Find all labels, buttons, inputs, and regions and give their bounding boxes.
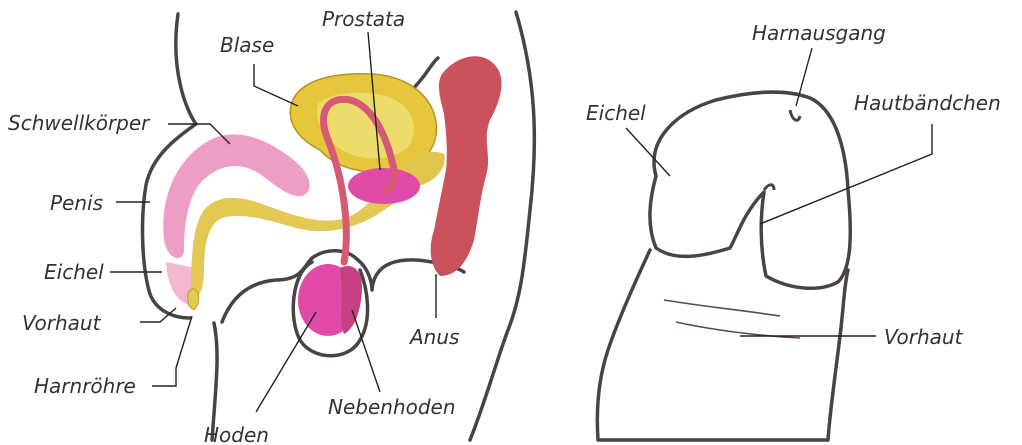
leader-blase (254, 64, 298, 106)
label-prostata: Prostata (322, 7, 405, 31)
leader-harnroehre (152, 316, 192, 386)
leader-hoden (256, 312, 316, 412)
label-hoden: Hoden (204, 423, 269, 445)
label-blase: Blase (220, 33, 274, 57)
label-vorhaut-right: Vorhaut (884, 325, 964, 349)
label-nebenhoden: Nebenhoden (328, 395, 456, 419)
sagittal-section-diagram: Prostata Blase Schwellkörper Penis Eiche… (8, 7, 534, 445)
label-vorhaut-left: Vorhaut (22, 311, 102, 335)
label-harnausgang: Harnausgang (752, 21, 886, 45)
label-anus: Anus (408, 325, 459, 349)
label-penis: Penis (50, 191, 103, 215)
foreskin-wrinkle-1 (664, 300, 780, 316)
penis-shaft (597, 250, 848, 440)
label-schwellkoerper: Schwellkörper (8, 111, 151, 135)
label-eichel-left: Eichel (44, 260, 104, 284)
urethral-meatus (790, 110, 800, 120)
glans (650, 92, 850, 288)
prostate (348, 168, 420, 204)
urethra-opening (188, 289, 199, 310)
label-eichel-right: Eichel (586, 101, 646, 125)
external-view-diagram: Harnausgang Eichel Hautbändchen Vorhaut (586, 21, 1001, 440)
label-hautbaendchen: Hautbändchen (854, 91, 1001, 115)
label-harnroehre: Harnröhre (34, 374, 136, 398)
frenulum (764, 185, 774, 190)
epididymis (340, 266, 362, 334)
corpus-cavernosum (163, 134, 309, 258)
